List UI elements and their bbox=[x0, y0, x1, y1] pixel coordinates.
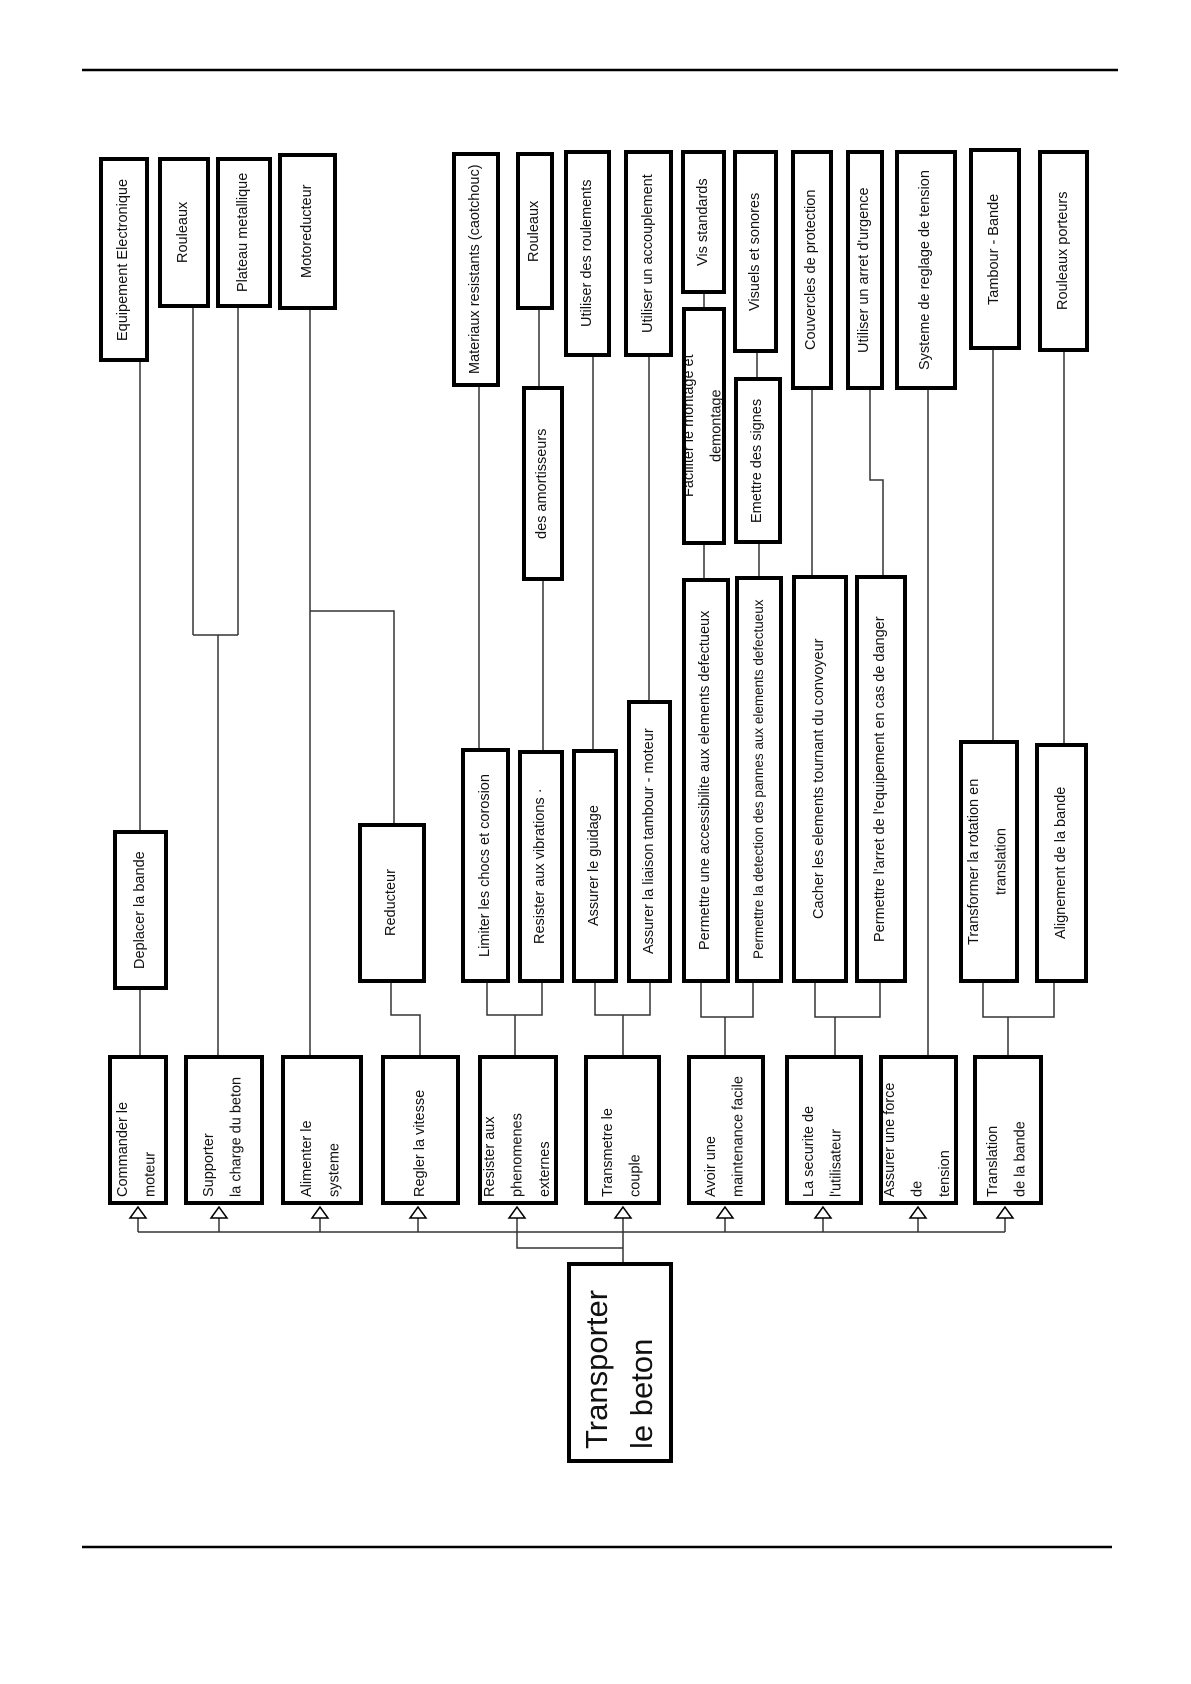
function-label: Regler la vitesse bbox=[411, 1089, 428, 1197]
subfunction-label: Alignement de la bande bbox=[1052, 786, 1069, 940]
root-function-box: Transporter le beton bbox=[567, 1262, 673, 1463]
function-label: Assurer une force de tension bbox=[882, 1082, 954, 1197]
arrow-icon bbox=[408, 1205, 428, 1219]
solution-equipement: Equipement Electronique bbox=[99, 157, 149, 362]
subfunction-label: Deplacer la bande bbox=[131, 851, 148, 969]
solution-label: Motoreducteur bbox=[298, 184, 315, 279]
solution-label: Rouleaux bbox=[175, 201, 192, 264]
subfunction-label: Permettre une accessibilite aux elements… bbox=[697, 610, 714, 951]
subfunction-arret: Permettre l'arret de l'equipement en cas… bbox=[855, 575, 907, 983]
subfunction-label: Transformer la rotation en translation bbox=[966, 778, 1010, 945]
subfunction-label: Limiter les chocs et corosion bbox=[476, 774, 493, 957]
arrow-icon bbox=[128, 1205, 148, 1219]
function-translation: Translation de la bande bbox=[973, 1055, 1043, 1205]
function-label: Resister aux phenomenes externes bbox=[481, 1113, 553, 1197]
function-regler: Regler la vitesse bbox=[381, 1055, 460, 1205]
solution-vis: Vis standards bbox=[681, 150, 726, 294]
solution-label: Emettre des signes bbox=[749, 398, 766, 523]
function-securite: La securite de l'utilisateur bbox=[785, 1055, 863, 1205]
function-resister: Resister aux phenomenes externes bbox=[478, 1055, 558, 1205]
subfunction-reducteur: Reducteur bbox=[358, 823, 426, 983]
subfunction-detection: Permettre la detection des pannes aux el… bbox=[735, 576, 783, 983]
solution-label: Rouleaux porteurs bbox=[1054, 191, 1071, 311]
solution-label: Equipement Electronique bbox=[115, 178, 132, 341]
subfunction-label: Permettre la detection des pannes aux el… bbox=[751, 599, 767, 960]
function-label: Commander le moteur bbox=[115, 1101, 159, 1197]
arrow-icon bbox=[209, 1205, 229, 1219]
subfunction-accessibilite: Permettre une accessibilite aux elements… bbox=[682, 578, 730, 983]
subfunction-label: Resister aux vibrations · bbox=[532, 788, 549, 945]
function-label: Avoir une maintenance facile bbox=[703, 1076, 747, 1197]
arrow-icon bbox=[813, 1205, 833, 1219]
solution-label: Materiaux resistants (caotchouc) bbox=[467, 164, 484, 375]
solution-emettre: Emettre des signes bbox=[734, 377, 782, 544]
subfunction-label: Cacher les elements tournant du convoyeu… bbox=[811, 638, 828, 920]
solution-materiaux: Materiaux resistants (caotchouc) bbox=[452, 152, 500, 387]
solution-rouleaux-2: Rouleaux bbox=[516, 152, 554, 310]
solution-label: Utiliser un accouplement bbox=[639, 174, 656, 333]
solution-label: des amortisseurs bbox=[534, 428, 551, 539]
solution-accouplement: Utiliser un accouplement bbox=[624, 150, 673, 357]
subfunction-cacher: Cacher les elements tournant du convoyeu… bbox=[792, 575, 848, 983]
solution-label: Rouleaux bbox=[526, 200, 543, 262]
subfunction-label: Reducteur bbox=[383, 869, 400, 937]
solution-couvercles: Couvercles de protection bbox=[791, 150, 833, 390]
subfunction-guidage: Assurer le guidage bbox=[572, 749, 618, 983]
arrow-icon bbox=[613, 1205, 633, 1219]
solution-systeme-tension: Systeme de reglage de tension bbox=[895, 150, 957, 390]
solution-label: Visuels et sonores bbox=[746, 192, 763, 311]
subfunction-transformer: Transformer la rotation en translation bbox=[959, 740, 1019, 983]
function-maintenance: Avoir une maintenance facile bbox=[687, 1055, 765, 1205]
arrow-icon bbox=[995, 1205, 1015, 1219]
arrow-icon bbox=[715, 1205, 735, 1219]
function-label: La securite de l'utilisateur bbox=[801, 1105, 845, 1197]
solution-label: Couvercles de protection bbox=[803, 189, 820, 351]
solution-label: Utiliser des roulements bbox=[578, 179, 595, 328]
function-supporter: Supporter la charge du beton bbox=[184, 1055, 264, 1205]
subfunction-label: Assurer la liaison tambour - moteur bbox=[640, 728, 657, 955]
solution-label: Plateau metallique bbox=[235, 172, 252, 293]
subfunction-liaison: Assurer la liaison tambour - moteur bbox=[627, 700, 672, 983]
arrow-icon bbox=[310, 1205, 330, 1219]
arrow-icon bbox=[507, 1205, 527, 1219]
arrow-heads bbox=[128, 1205, 1015, 1219]
subfunction-vibrations: Resister aux vibrations · bbox=[518, 750, 564, 983]
function-force: Assurer une force de tension bbox=[879, 1055, 958, 1205]
function-label: Supporter la charge du beton bbox=[201, 1076, 245, 1197]
arrow-icon bbox=[908, 1205, 928, 1219]
function-label: Alimenter le systeme bbox=[299, 1120, 343, 1197]
solution-rouleaux-1: Rouleaux bbox=[158, 157, 210, 308]
subfunction-deplacer: Deplacer la bande bbox=[113, 830, 168, 990]
function-label: Transmetre le couple bbox=[599, 1108, 644, 1197]
solution-label: Tambour - Bande bbox=[986, 193, 1003, 305]
function-transmetre: Transmetre le couple bbox=[584, 1055, 661, 1205]
solution-label: Faciliter le montage et demontage bbox=[682, 354, 725, 498]
solution-label: Systeme de reglage de tension bbox=[917, 170, 934, 370]
solution-amortisseurs: des amortisseurs bbox=[522, 386, 564, 581]
solution-urgence: Utiliser un arret d'urgence bbox=[846, 150, 884, 390]
subfunction-limiter: Limiter les chocs et corosion bbox=[461, 748, 510, 983]
solution-tambour: Tambour - Bande bbox=[969, 148, 1021, 350]
function-label: Translation de la bande bbox=[985, 1121, 1029, 1197]
subfunction-alignement: Alignement de la bande bbox=[1035, 743, 1088, 983]
function-commander: Commander le moteur bbox=[108, 1055, 168, 1205]
solution-label: Utiliser un arret d'urgence bbox=[856, 187, 873, 353]
subfunction-label: Permettre l'arret de l'equipement en cas… bbox=[872, 616, 889, 942]
root-function-label: Transporter le beton bbox=[579, 1289, 659, 1449]
solution-roulements: Utiliser des roulements bbox=[564, 150, 611, 357]
function-alimenter: Alimenter le systeme bbox=[281, 1055, 363, 1205]
solution-motoreducteur: Motoreducteur bbox=[278, 153, 337, 310]
tree-links bbox=[137, 294, 1065, 1262]
solution-label: Vis standards bbox=[694, 178, 711, 266]
solution-faciliter: Faciliter le montage et demontage bbox=[682, 307, 726, 545]
solution-visuels: Visuels et sonores bbox=[733, 150, 778, 353]
subfunction-label: Assurer le guidage bbox=[586, 805, 603, 927]
solution-plateau: Plateau metallique bbox=[216, 157, 272, 308]
solution-rouleaux-porteurs: Rouleaux porteurs bbox=[1038, 150, 1089, 352]
